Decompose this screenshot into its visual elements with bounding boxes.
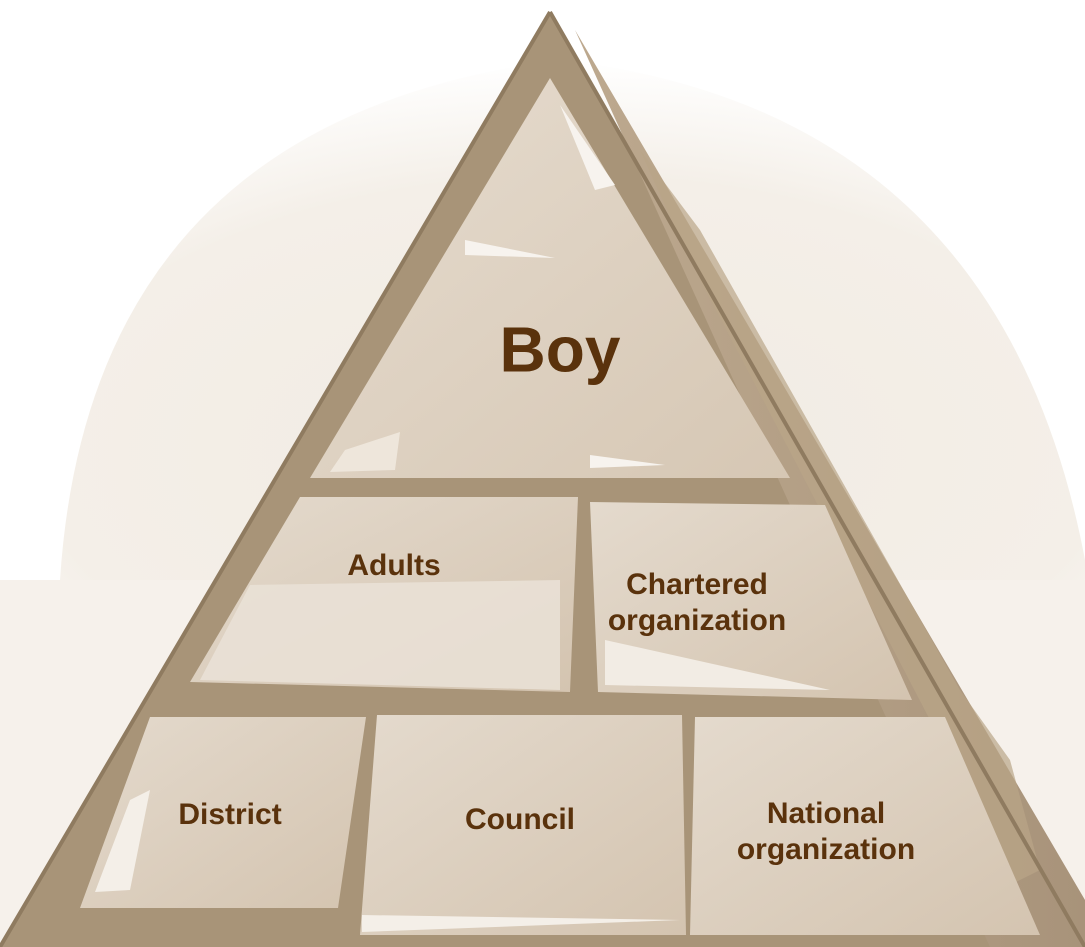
tier-label-adults: Adults xyxy=(347,549,441,582)
tier-label-council: Council xyxy=(465,803,575,836)
council-block xyxy=(360,715,686,935)
pyramid-frame xyxy=(0,12,1085,947)
tier-label-boy: Boy xyxy=(499,313,621,386)
pyramid-edge-lines xyxy=(0,10,1085,947)
tier-label-chartered-organization: Chartered organization xyxy=(608,567,786,639)
district-block-highlight xyxy=(95,790,150,892)
top-block-highlight xyxy=(590,455,665,468)
top-block xyxy=(310,78,790,478)
council-block-highlight xyxy=(362,915,680,932)
chartered-block xyxy=(590,502,912,700)
top-block-highlight xyxy=(465,240,555,258)
national-block xyxy=(690,717,1040,935)
district-block xyxy=(80,717,366,908)
adults-block-highlight xyxy=(200,580,560,690)
top-block-highlight xyxy=(330,432,400,472)
tier-label-national-organization: National organization xyxy=(737,796,915,868)
tier-label-line: organization xyxy=(607,604,787,637)
top-block-highlight xyxy=(560,105,615,190)
tier-label-district: District xyxy=(178,798,282,831)
tier-label-line: Chartered xyxy=(626,568,768,601)
chartered-block-highlight xyxy=(605,640,830,690)
tier-label-line: organization xyxy=(736,833,916,866)
tier-label-line: National xyxy=(766,797,886,830)
